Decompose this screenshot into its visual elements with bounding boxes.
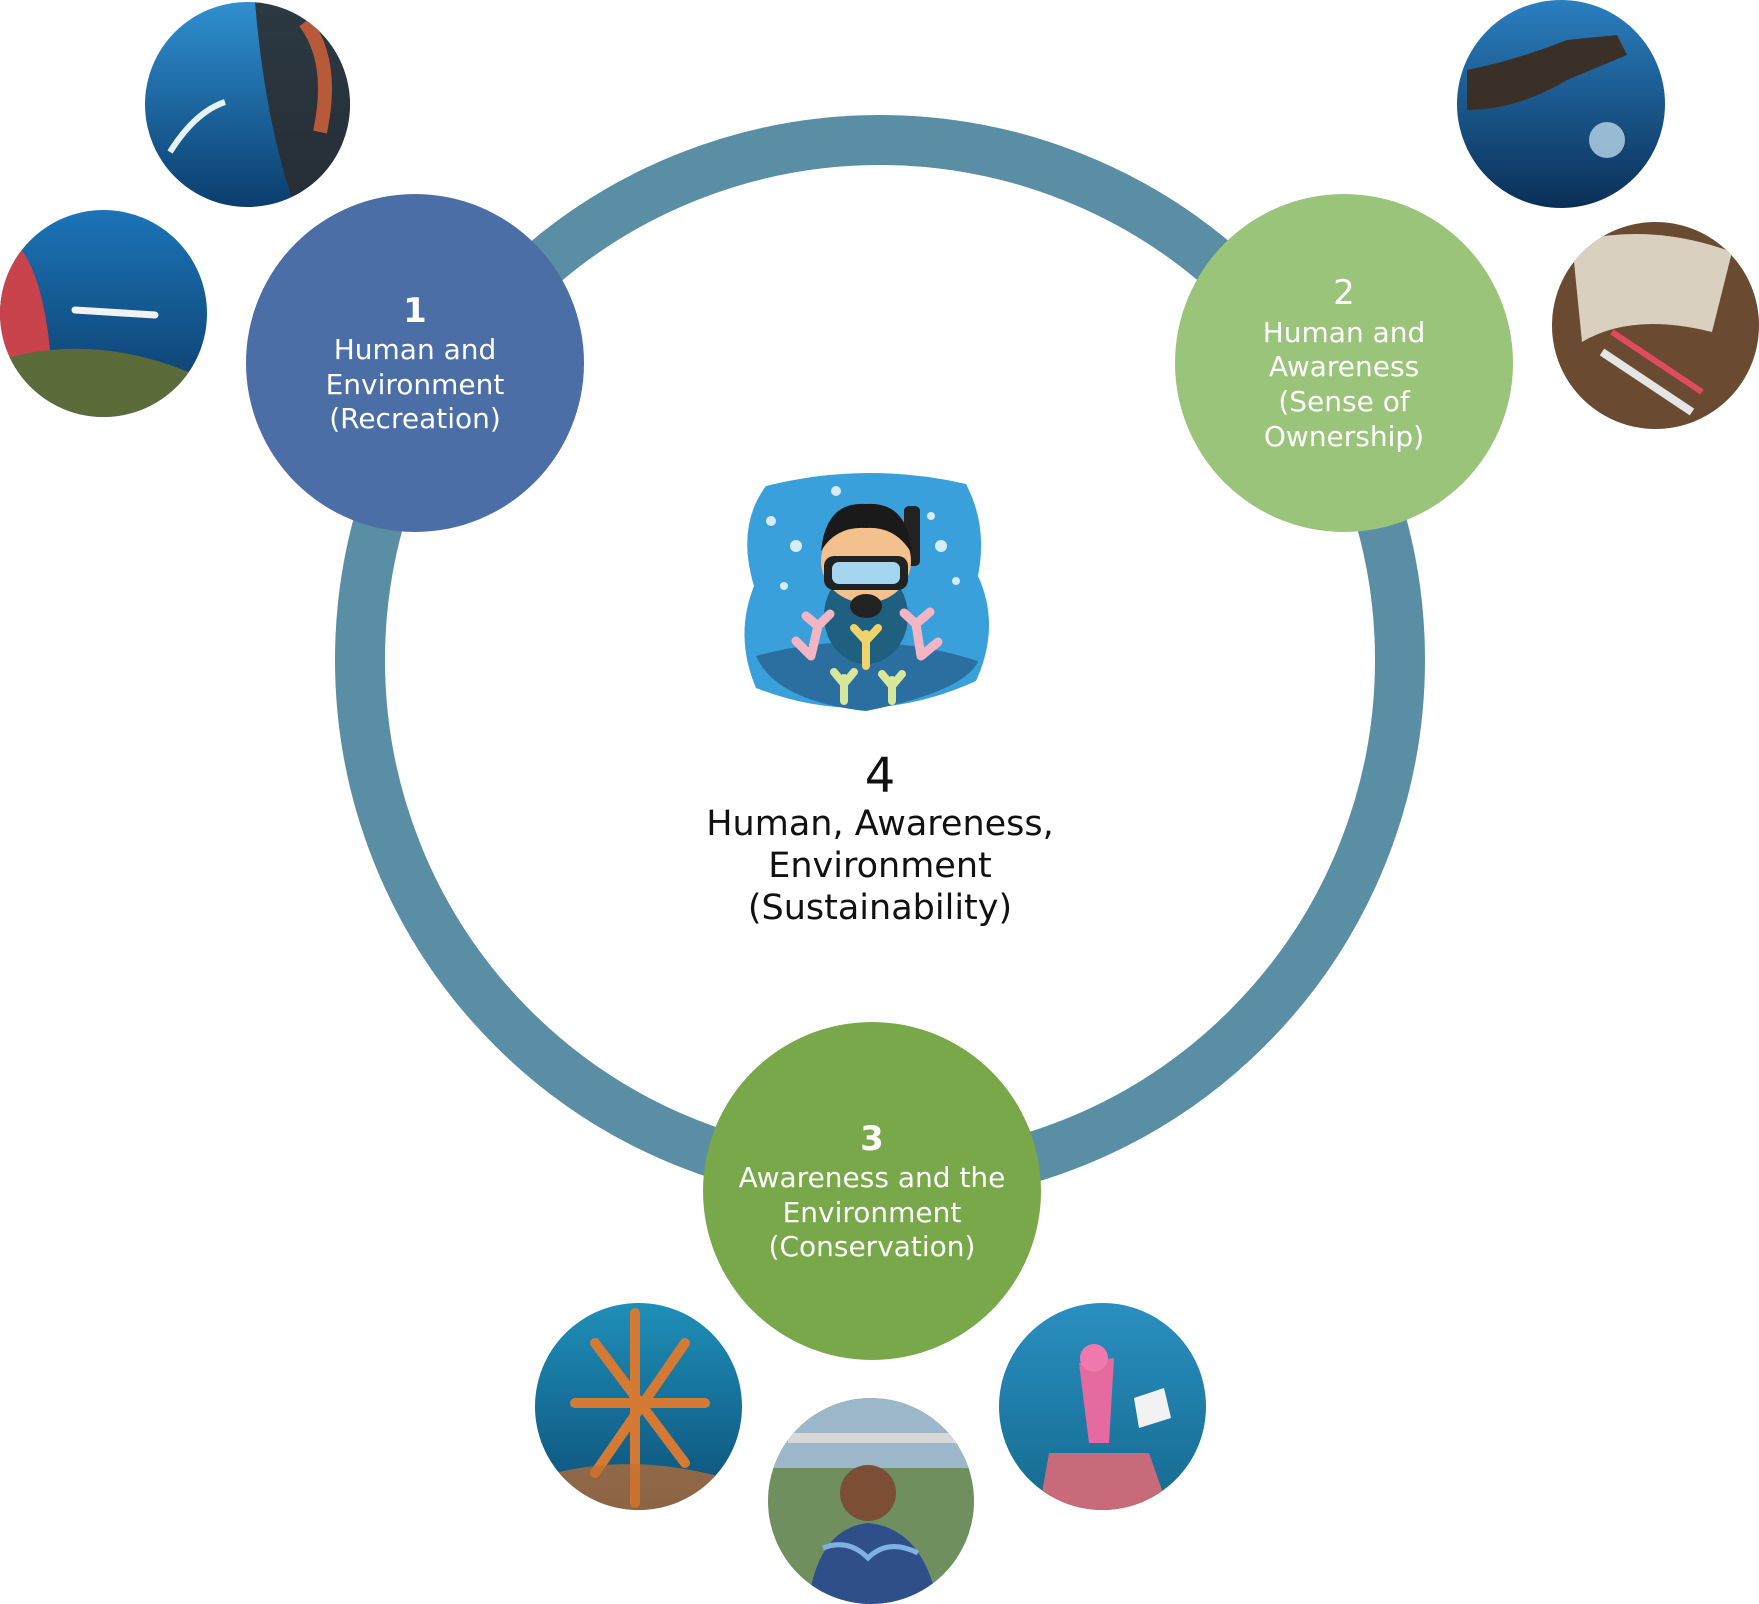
photo-person-with-mask: [768, 1398, 974, 1604]
center-label-line-1: Human, Awareness,: [706, 803, 1054, 844]
node-1-recreation: 1 Human and Environment (Recreation): [246, 194, 584, 532]
center-label-line-3: (Sustainability): [747, 887, 1013, 928]
node-1-label-line-2: Environment: [325, 367, 505, 401]
node-2-number: 2: [1333, 273, 1355, 314]
center-label-line-2: Environment: [768, 845, 992, 886]
diver-coral-illustration: [726, 466, 1006, 726]
node-2-label-line-1: Human and: [1262, 315, 1426, 349]
node-2-label-line-3: (Sense of: [1278, 385, 1410, 419]
photo-coral-frame-structure: [535, 1303, 742, 1510]
node-1-number: 1: [403, 290, 427, 331]
photo-snorkeler-camera: [1457, 0, 1665, 208]
center-number: 4: [864, 748, 896, 804]
node-2-label-line-2: Awareness: [1268, 350, 1420, 384]
node-3-label-line-2: Environment: [782, 1195, 962, 1229]
node-2-label-line-4: Ownership): [1263, 419, 1425, 453]
photo-pink-coral-tag: [999, 1303, 1206, 1510]
node-3-number: 3: [860, 1118, 884, 1159]
photo-freediver-shipwreck: [145, 2, 350, 207]
node-1-label-line-1: Human and: [333, 333, 497, 367]
node-1-label-line-3: (Recreation): [329, 402, 501, 436]
node-3-label-line-3: (Conservation): [768, 1230, 976, 1264]
photo-coral-fragment-work: [1552, 222, 1759, 429]
node-2-sense-of-ownership: 2 Human and Awareness (Sense of Ownershi…: [1175, 194, 1513, 532]
photo-freediver-sea-fan: [0, 210, 207, 417]
center-label-block: 4 Human, Awareness, Environment (Sustain…: [680, 750, 1080, 929]
node-3-conservation: 3 Awareness and the Environment (Conserv…: [703, 1022, 1041, 1360]
node-3-label-line-1: Awareness and the: [738, 1161, 1006, 1195]
